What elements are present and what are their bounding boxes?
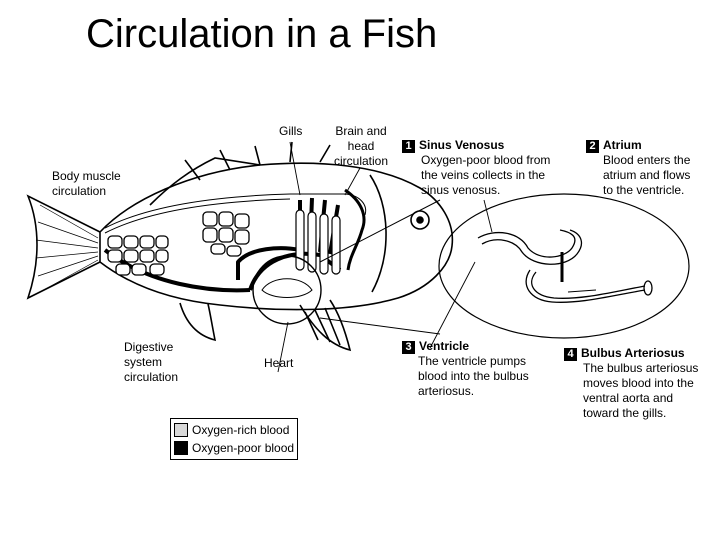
step-description: The ventricle pumps blood into the bulbu… <box>418 354 529 398</box>
step-description: Oxygen-poor blood from the veins collect… <box>421 153 551 197</box>
step-description: Blood enters the atrium and flows to the… <box>603 153 691 197</box>
legend-label: Oxygen-rich blood <box>192 423 290 437</box>
digestive-circulation-label: Digestive system circulation <box>124 340 179 384</box>
step-ventricle: 3 Ventricle The ventricle pumps blood int… <box>402 339 552 399</box>
brain-circulation-label: Brain and head circulation <box>333 124 389 168</box>
legend: Oxygen-rich blood Oxygen-poor blood <box>170 418 299 460</box>
heart-chambers <box>477 229 653 303</box>
step-description: The bulbus arteriosus moves blood into t… <box>583 361 699 420</box>
fish-outline <box>26 141 454 352</box>
legend-label: Oxygen-poor blood <box>192 441 295 455</box>
gill-filaments <box>295 209 341 275</box>
step-bulbus-arteriosus: 4 Bulbus Arteriosus The bulbus arteriosus… <box>564 346 714 421</box>
step-title: Bulbus Arteriosus <box>581 346 685 360</box>
legend-item-oxygen-rich: Oxygen-rich blood <box>174 421 294 439</box>
step-sinus-venosus: 1 Sinus Venosus Oxygen-poor blood from th… <box>402 138 552 198</box>
gills-label: Gills <box>279 124 303 138</box>
step-atrium: 2 Atrium Blood enters the atrium and flow… <box>586 138 696 198</box>
legend-swatch <box>174 423 188 437</box>
step-title: Sinus Venosus <box>419 138 505 152</box>
heart-circle <box>252 255 322 325</box>
page-title: Circulation in a Fish <box>86 12 438 56</box>
step-number: 4 <box>564 348 577 361</box>
legend-swatch <box>174 441 188 455</box>
heart-detail-ellipse <box>438 193 690 339</box>
step-title: Ventricle <box>419 339 470 353</box>
body-muscle-circulation-label: Body muscle circulation <box>52 169 121 198</box>
capillary-beds <box>107 211 250 276</box>
oxygen-rich-vessels <box>104 193 367 234</box>
brain-vessel <box>344 188 366 271</box>
step-number: 3 <box>402 341 415 354</box>
heart-label: Heart <box>264 356 294 370</box>
step-number: 2 <box>586 140 599 153</box>
step-title: Atrium <box>603 138 642 152</box>
step-number: 1 <box>402 140 415 153</box>
legend-item-oxygen-poor: Oxygen-poor blood <box>174 439 294 457</box>
